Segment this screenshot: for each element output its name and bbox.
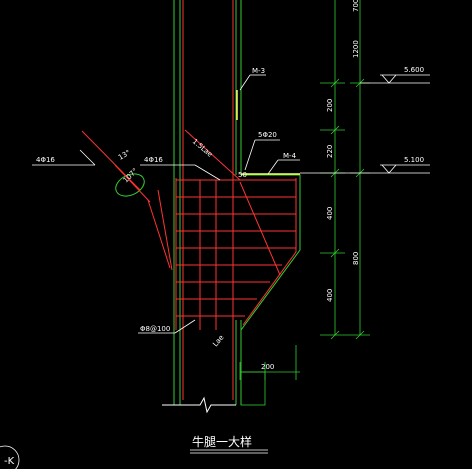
level-5-600: 5.600 (404, 66, 424, 74)
dim-1200: 1200 (352, 40, 360, 58)
dim-200: 200 (326, 99, 334, 112)
dim-800: 800 (352, 252, 360, 265)
corner-symbol (0, 445, 20, 469)
label-angle-13: 13° (117, 149, 132, 162)
dim-400-lower: 400 (326, 289, 334, 302)
leader-lines (32, 74, 300, 334)
label-stirrup: Φ8@100 (140, 325, 170, 333)
rebar-cage (81, 0, 297, 400)
label-lae-bottom: Lae (211, 334, 225, 349)
label-phi16-mid: 4Φ16 (144, 156, 163, 164)
level-5-100: 5.100 (404, 156, 424, 164)
dim-400-upper: 400 (326, 207, 334, 220)
label-5phi20: 5Φ20 (258, 131, 277, 139)
angle-detail (114, 164, 151, 203)
level-markers (300, 74, 430, 174)
label-1-5lae: 1.5Lae (191, 137, 214, 158)
title-underline (190, 449, 268, 454)
dimension-chain (239, 0, 370, 406)
column-outline (173, 0, 301, 405)
corner-mark: -K (4, 456, 15, 467)
label-m3: M-3 (252, 67, 265, 75)
break-line (162, 396, 236, 414)
embedded-plate (236, 90, 300, 175)
dim-220: 220 (326, 145, 334, 158)
label-m4: M-4 (283, 152, 297, 160)
label-dim-200-bottom: 200 (261, 363, 274, 371)
dim-700: 700 (352, 0, 360, 12)
label-phi16-left: 4Φ16 (36, 156, 55, 164)
drawing-title: 牛腿一大样 (192, 434, 252, 449)
label-dim-50: 50 (238, 171, 247, 179)
